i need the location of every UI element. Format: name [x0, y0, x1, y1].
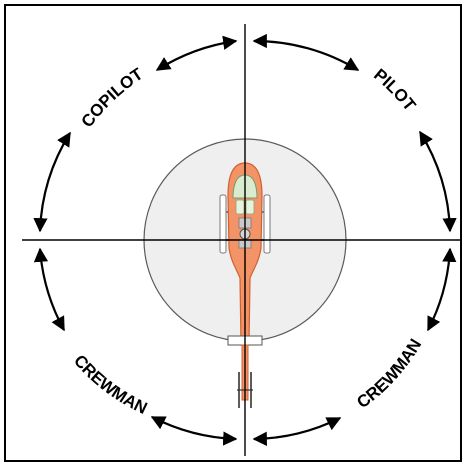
copilot-arc-upper [155, 35, 238, 71]
pilot-arc-lower [419, 130, 457, 233]
crewman-left-arc-upper [33, 247, 65, 332]
pilot-arc-upper [252, 33, 360, 71]
right-skid [263, 194, 271, 254]
crewman-right-arc-upper [427, 247, 457, 332]
copilot-arc-lower [33, 131, 71, 233]
left-skid [219, 194, 227, 254]
crewman-left-label: CREWMAN [70, 351, 150, 418]
copilot-label: COPILOT [77, 64, 146, 131]
crewman-left-arc-lower [150, 416, 238, 446]
crewman-right-label: CREWMAN [353, 336, 425, 412]
pilot-label: PILOT [370, 65, 420, 115]
crewman-right-arc-lower [252, 417, 342, 446]
